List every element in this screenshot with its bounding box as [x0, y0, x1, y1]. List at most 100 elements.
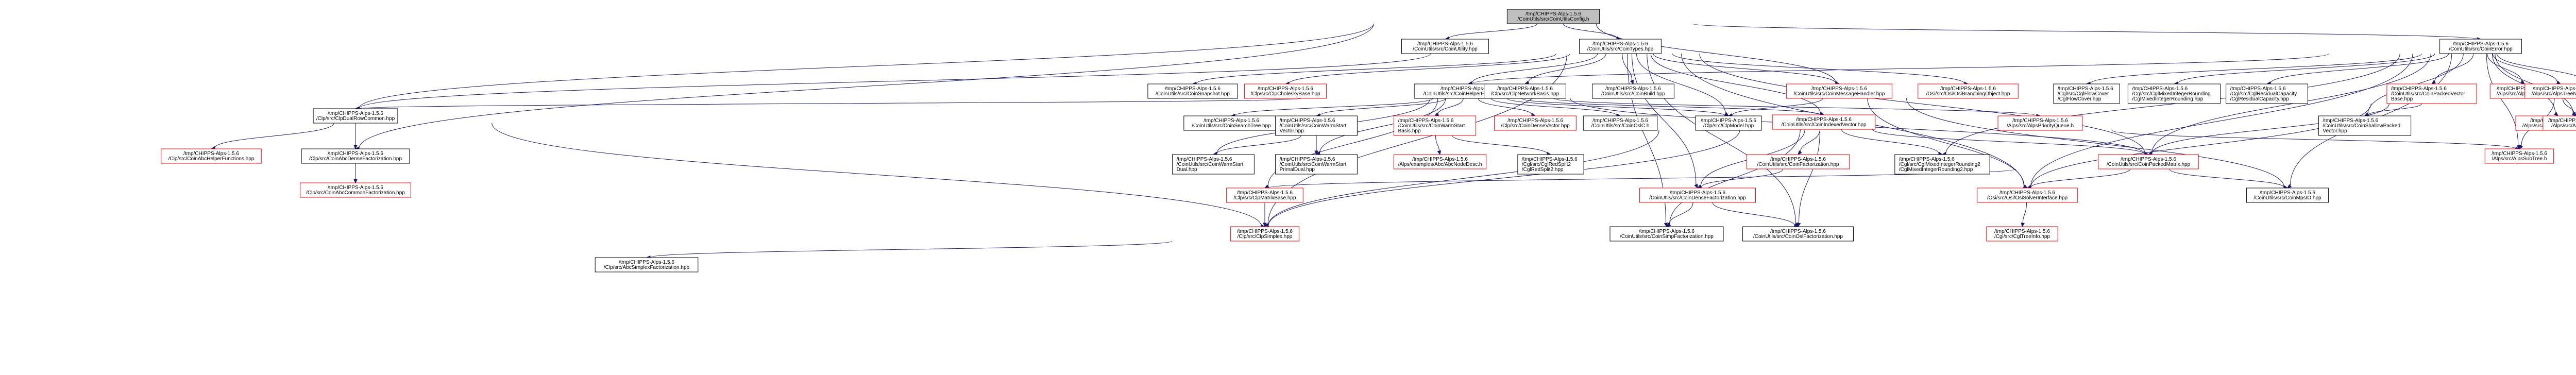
- node-coinwarmstartvector[interactable]: /tmp/CHIPPS-Alps-1.5.6/CoinUtils/src/Coi…: [1275, 115, 1358, 136]
- edge-cointypes-to-clpdualrow: [354, 53, 1431, 111]
- node-label-line: /tmp/CHIPPS-Alps-1.5.6: [2121, 157, 2176, 162]
- node-label-line: Base.hpp: [2391, 96, 2413, 102]
- node-label-line: /tmp/CHIPPS-Alps-1.5.6: [2492, 151, 2547, 157]
- node-abcnodedesc[interactable]: /tmp/CHIPPS-Alps-1.5.6/Alps/examples/Abc…: [1393, 154, 1487, 169]
- node-coinmpso[interactable]: /tmp/CHIPPS-Alps-1.5.6/CoinUtils/src/Coi…: [2246, 187, 2329, 203]
- edge-line: [492, 123, 1262, 227]
- node-box: [1183, 115, 1279, 131]
- node-cointypes[interactable]: /tmp/CHIPPS-Alps-1.5.6/CoinUtils/src/Coi…: [1579, 39, 1662, 54]
- edge-arrowhead: [1434, 112, 1439, 116]
- node-coinabchelper[interactable]: /tmp/CHIPPS-Alps-1.5.6/Clp/src/CoinAbcHe…: [161, 148, 262, 164]
- node-clpmatrixbase[interactable]: /tmp/CHIPPS-Alps-1.5.6/Clp/src/ClpMatrix…: [1226, 187, 1303, 203]
- node-coinindexed[interactable]: /tmp/CHIPPS-Alps-1.5.6/CoinUtils/src/Coi…: [1772, 114, 1876, 130]
- node-box: [1786, 83, 1892, 99]
- node-clpnetwork[interactable]: /tmp/CHIPPS-Alps-1.5.6/Clp/src/ClpNetwor…: [1484, 83, 1566, 99]
- node-cglredsplit2[interactable]: /tmp/CHIPPS-Alps-1.5.6/Cgl/src/CglRedSpl…: [1517, 154, 1584, 175]
- edge-clpdualrow-to-clpsimplex: [492, 123, 1266, 228]
- node-label-line: /tmp/CHIPPS-Alps-1.5.6: [1592, 41, 1648, 47]
- node-alpsmodel[interactable]: /tmp/CHIPPS-Alps-1.5.6/Alps/src/AlpsMode…: [2543, 115, 2576, 131]
- node-label-line: /Clp/src/ClpMatrixBase.hpp: [1233, 195, 1296, 201]
- node-label-line: /Cgl/src/CglMixedIntegerRounding: [2132, 91, 2210, 97]
- node-label-line: PrimalDual.hpp: [1280, 167, 1315, 173]
- node-coinbuild[interactable]: /tmp/CHIPPS-Alps-1.5.6/CoinUtils/src/Coi…: [1592, 83, 1674, 99]
- node-alpstreenode[interactable]: /tmp/CHIPPS-Alps-1.5.6/Alps/src/AlpsTree…: [2524, 83, 2576, 99]
- node-box: [1583, 115, 1658, 131]
- node-coinwarmstartdual[interactable]: /tmp/CHIPPS-Alps-1.5.6/CoinUtils/src/Coi…: [1172, 154, 1255, 175]
- node-alpssubtree[interactable]: /tmp/CHIPPS-Alps-1.5.6/Alps/src/AlpsSubT…: [2484, 148, 2554, 164]
- node-label-line: /CoinUtils/src/CoinShallowPacked: [2323, 123, 2400, 129]
- node-label-line: /CoinUtils/src/CoinDenseFactorization.hp…: [1649, 195, 1746, 201]
- node-label-line: /CoinUtils/src/CoinMpsIO.hpp: [2253, 195, 2321, 201]
- edge-coinwarmstartbasis-to-cglredsplit2: [1452, 135, 1552, 156]
- edge-arrowhead: [2021, 222, 2025, 228]
- node-osibranching[interactable]: /tmp/CHIPPS-Alps-1.5.6/Osi/src/Osi/OsiBr…: [1918, 83, 2019, 99]
- node-coinerror[interactable]: /tmp/CHIPPS-Alps-1.5.6/CoinUtils/src/Coi…: [2439, 39, 2522, 54]
- node-coinutility[interactable]: /tmp/CHIPPS-Alps-1.5.6/CoinUtils/src/Coi…: [1401, 39, 1489, 54]
- edge-coinerror-to-coinpacked: [2431, 53, 2474, 84]
- node-coinwarmstartprimaldual[interactable]: /tmp/CHIPPS-Alps-1.5.6/CoinUtils/src/Coi…: [1275, 154, 1358, 175]
- node-label-line: /CoinUtils/src/CoinOslFactorization.hpp: [1753, 234, 1843, 240]
- node-coinoslfactor[interactable]: /tmp/CHIPPS-Alps-1.5.6/CoinUtils/src/Coi…: [1742, 226, 1854, 242]
- node-clpdensevector[interactable]: /tmp/CHIPPS-Alps-1.5.6/Clp/src/CoinDense…: [1494, 115, 1577, 131]
- edge-coinhelper-to-clpdensevector: [1478, 98, 1536, 117]
- edge-line: [1699, 53, 2145, 154]
- node-root[interactable]: /tmp/CHIPPS-Alps-1.5.6/CoinUtils/src/Coi…: [1506, 9, 1600, 24]
- node-label-line: /tmp/CHIPPS-Alps-1.5.6: [1507, 118, 1563, 124]
- edge-line: [2486, 53, 2519, 146]
- edge-line: [1216, 135, 1301, 154]
- node-coinsnapshot[interactable]: /tmp/CHIPPS-Alps-1.5.6/CoinUtils/src/Coi…: [1147, 83, 1238, 99]
- node-coinpackedmatrix[interactable]: /tmp/CHIPPS-Alps-1.5.6/CoinUtils/src/Coi…: [2098, 154, 2199, 169]
- node-coinsearchtree[interactable]: /tmp/CHIPPS-Alps-1.5.6/CoinUtils/src/Coi…: [1183, 115, 1279, 131]
- edge-line: [1268, 129, 1740, 226]
- node-clpsimplex[interactable]: /tmp/CHIPPS-Alps-1.5.6/Clp/src/ClpSimple…: [1230, 226, 1300, 242]
- edge-arrowhead: [2287, 184, 2292, 189]
- node-coinfactorization[interactable]: /tmp/CHIPPS-Alps-1.5.6/CoinUtils/src/Coi…: [1746, 154, 1850, 169]
- node-label-line: /CoinUtils/src/CoinUtilsConfig.h: [1518, 16, 1589, 22]
- node-coinabccommonfactor[interactable]: /tmp/CHIPPS-Alps-1.5.6/Clp/src/CoinAbcCo…: [300, 182, 411, 198]
- edge-line: [1471, 53, 2329, 84]
- node-clpdualrow[interactable]: /tmp/CHIPPS-Alps-1.5.6/Clp/src/ClpDualRo…: [313, 108, 398, 124]
- node-coinwarmstartbasis[interactable]: /tmp/CHIPPS-Alps-1.5.6/CoinUtils/src/Coi…: [1394, 115, 1476, 136]
- edge-clpsimplex-to-abcsimplexfactor: [646, 241, 1173, 260]
- edge-coinhelper-to-clpdualrow: [354, 98, 1302, 111]
- node-label-line: /tmp/CHIPPS-Alps-1.5.6: [1526, 11, 1581, 17]
- node-box: [1986, 226, 2058, 242]
- node-label-line: /tmp/CHIPPS-Alps-1.5.6: [2260, 190, 2315, 196]
- node-coinsimpfactor[interactable]: /tmp/CHIPPS-Alps-1.5.6/CoinUtils/src/Coi…: [1609, 226, 1724, 242]
- node-cglmixedint[interactable]: /tmp/CHIPPS-Alps-1.5.6/Cgl/src/CglMixedI…: [2127, 83, 2221, 104]
- node-label-line: /tmp/CHIPPS-Alps-1.5.6: [1440, 86, 1496, 92]
- node-osisolverinterface[interactable]: /tmp/CHIPPS-Alps-1.5.6/Osi/src/Osi/OsiSo…: [1977, 187, 2078, 203]
- node-label-line: /tmp/CHIPPS-Alps-1.5.6: [2323, 118, 2378, 124]
- node-cglmixedint2[interactable]: /tmp/CHIPPS-Alps-1.5.6/Cgl/src/CglMixedI…: [1894, 154, 1990, 175]
- node-coinosic[interactable]: /tmp/CHIPPS-Alps-1.5.6/CoinUtils/src/Coi…: [1583, 115, 1658, 131]
- edge-line: [1596, 23, 1836, 83]
- node-coindensefactorization[interactable]: /tmp/CHIPPS-Alps-1.5.6/CoinUtils/src/Coi…: [1639, 187, 1756, 203]
- edge-coinerror-to-cglflowcover: [2086, 53, 2422, 86]
- node-cglflowcover[interactable]: /tmp/CHIPPS-Alps-1.5.6/Cgl/src/CglFlowCo…: [2053, 83, 2120, 104]
- node-clpdensefactor[interactable]: /tmp/CHIPPS-Alps-1.5.6/Clp/src/CoinAbcDe…: [301, 148, 410, 164]
- edge-arrowhead: [1437, 150, 1441, 156]
- edge-layer: [210, 23, 2576, 260]
- node-label-line: /Osi/src/Osi/OsiSolverInterface.hpp: [1987, 195, 2068, 201]
- node-coinpacked[interactable]: /tmp/CHIPPS-Alps-1.5.6/CoinUtils/src/Coi…: [2386, 83, 2477, 104]
- node-cglresidual[interactable]: /tmp/CHIPPS-Alps-1.5.6/Cgl/src/CglResidu…: [2226, 83, 2308, 104]
- node-clpcholesky[interactable]: /tmp/CHIPPS-Alps-1.5.6/Clp/src/ClpCholes…: [1244, 83, 1327, 99]
- edge-arrowhead: [1797, 222, 1801, 228]
- node-box: [1742, 226, 1854, 242]
- edge-cointypes-to-coinmessage: [1653, 53, 1840, 86]
- node-label-line: /CglFlowCover.hpp: [2058, 96, 2102, 102]
- node-label-line: /Alps/src/AlpsSubTree.h: [2492, 156, 2547, 162]
- edge-coinmessage-to-coinmpso: [1906, 98, 2289, 189]
- node-alpspriority[interactable]: /tmp/CHIPPS-Alps-1.5.6/Alps/src/AlpsPrio…: [1997, 115, 2083, 131]
- edge-line: [2030, 53, 2413, 187]
- node-cgltreeinfo[interactable]: /tmp/CHIPPS-Alps-1.5.6/Cgl/src/CglTreeIn…: [1986, 226, 2058, 242]
- node-label-line: /Alps/src/AlpsTreeNode.h: [2531, 91, 2576, 97]
- node-label-line: /tmp/CHIPPS-Alps-1.5.6: [1522, 157, 1578, 162]
- node-clpmodel[interactable]: /tmp/CHIPPS-Alps-1.5.6/Clp/src/ClpModel.…: [1695, 115, 1762, 131]
- node-label-line: /CoinUtils/src/CoinWarmStart: [1280, 162, 1347, 167]
- node-coinshallow[interactable]: /tmp/CHIPPS-Alps-1.5.6/CoinUtils/src/Coi…: [2318, 115, 2412, 136]
- node-coinmessage[interactable]: /tmp/CHIPPS-Alps-1.5.6/CoinUtils/src/Coi…: [1786, 83, 1892, 99]
- node-abcsimplexfactor[interactable]: /tmp/CHIPPS-Alps-1.5.6/Clp/src/AbcSimple…: [595, 257, 699, 272]
- edge-line: [2169, 168, 2284, 188]
- edge-line: [359, 98, 1302, 109]
